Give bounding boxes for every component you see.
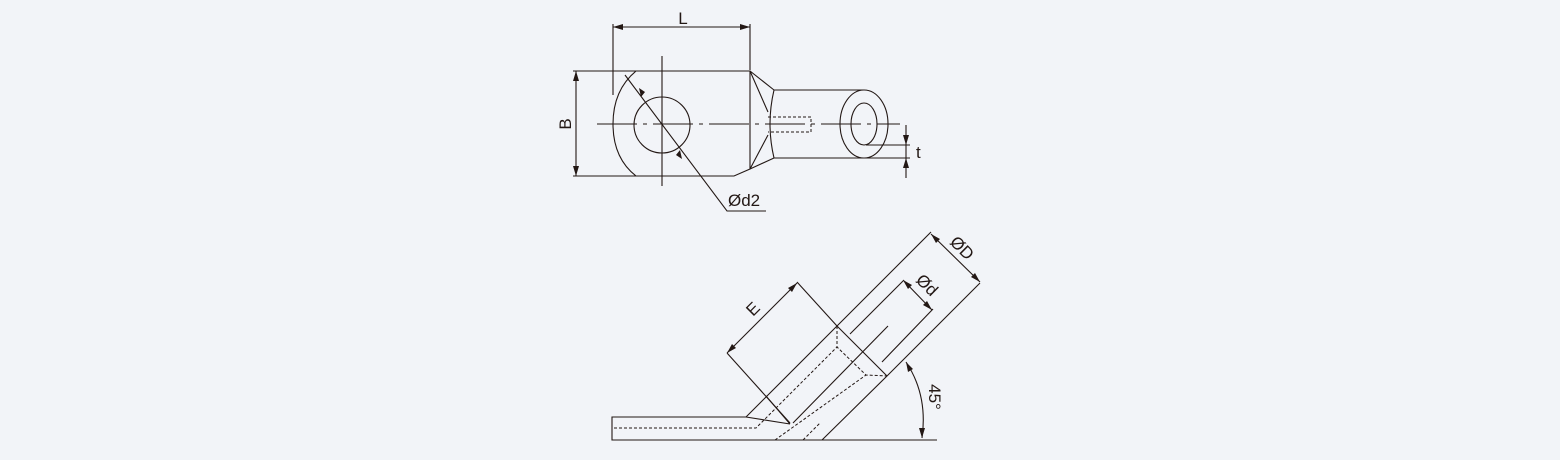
d-label: Ød	[912, 270, 941, 299]
barrel-outline	[745, 231, 981, 441]
top-view: L B t Ød2	[556, 9, 921, 212]
L-dimension-lines	[612, 24, 751, 95]
side-view: E ØD Ød 45°	[611, 231, 981, 441]
E-label: E	[742, 298, 763, 319]
d2-label: Ød2	[728, 191, 760, 210]
t-label: t	[916, 143, 921, 162]
E-dimension-lines	[726, 281, 838, 424]
angle-arc	[905, 361, 924, 439]
B-label: B	[556, 118, 575, 129]
t-arrows	[903, 135, 909, 168]
d2-leader	[624, 74, 766, 212]
angle-label: 45°	[925, 384, 944, 410]
B-dimension-lines	[573, 70, 636, 177]
D-label: ØD	[946, 232, 977, 263]
D-dimension-line	[930, 233, 981, 283]
flat-palm-outline	[611, 416, 822, 441]
d-arrows	[903, 280, 932, 310]
E-arrows	[727, 283, 797, 353]
L-label: L	[678, 9, 687, 28]
t-dimension-lines	[864, 125, 910, 178]
barrel-inner-lines	[792, 280, 934, 424]
barrel-hidden-lines	[774, 326, 888, 441]
D-arrows	[931, 234, 980, 282]
d2-arrows	[639, 88, 682, 159]
palm-hidden-line	[614, 346, 838, 429]
angle-arrows	[906, 362, 925, 438]
taper-lines	[749, 70, 775, 170]
inspection-hole	[768, 116, 812, 133]
